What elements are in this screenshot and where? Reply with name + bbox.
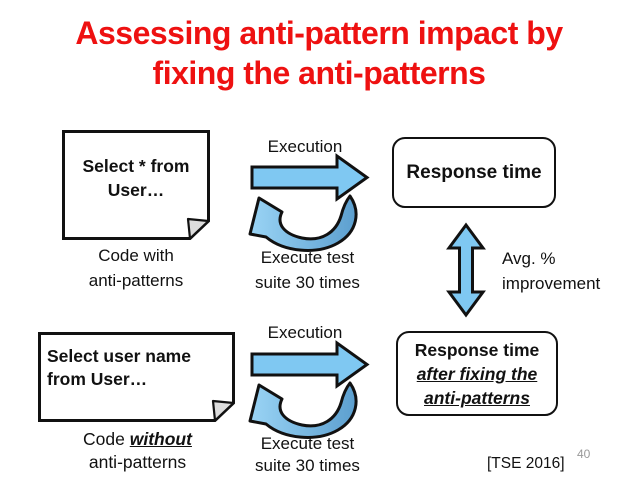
test-loop-arrow-top	[247, 192, 363, 258]
loop-caption-line1: Execute test	[260, 248, 355, 267]
code-with-antipatterns-caption: Code with anti-patterns	[55, 243, 217, 293]
comparison-arrow	[446, 222, 486, 318]
execute-test-caption-bottom: Execute test suite 30 times	[240, 433, 375, 477]
caption-line1: Code without	[30, 428, 245, 451]
code-without-antipatterns-box: Select user name from User…	[38, 332, 235, 422]
response-time-box: Response time	[392, 137, 556, 208]
caption-line2: anti-patterns	[88, 452, 187, 472]
loop-caption-line2: suite 30 times	[255, 273, 360, 292]
loop-arrow-icon	[248, 194, 358, 252]
execution-label-top: Execution	[267, 137, 343, 156]
code-snippet-line1: Select user name	[47, 346, 191, 366]
response-time-after-fixing-box: Response time after fixing the anti-patt…	[396, 331, 558, 416]
result-line1: Response time	[414, 339, 540, 360]
execution-label-bottom: Execution	[267, 323, 343, 342]
caption-line2: anti-patterns	[88, 271, 184, 290]
code-without-antipatterns-caption: Code without anti-patterns	[30, 428, 245, 474]
execution-arrow-top	[250, 153, 370, 202]
loop-caption-line1: Execute test	[260, 434, 355, 453]
slide-title-line1: Assessing anti-pattern impact by	[75, 15, 563, 51]
avg-label-line2: improvement	[502, 274, 601, 293]
response-time-label: Response time	[406, 161, 542, 183]
right-block-arrow-icon	[250, 153, 370, 202]
code-snippet-text: Select * from User…	[62, 130, 210, 240]
page-number: 40	[577, 447, 591, 461]
avg-improvement-label: Avg. % improvement	[502, 246, 600, 296]
right-block-arrow-icon	[250, 340, 370, 389]
folded-note-shape-icon	[62, 130, 210, 240]
caption-line1: Code with	[98, 246, 174, 265]
loop-arrow-icon	[248, 381, 358, 439]
execution-arrow-bottom	[250, 340, 370, 389]
execute-test-caption-top: Execute test suite 30 times	[240, 245, 375, 295]
code-with-antipatterns-box: Select * from User…	[62, 130, 210, 240]
test-loop-arrow-bottom	[247, 379, 363, 445]
caption-pre: Code	[83, 429, 130, 449]
code-snippet-line2: from User…	[47, 369, 148, 389]
code-snippet-line1: Select * from	[82, 156, 190, 176]
folded-note-shape-icon	[38, 332, 235, 422]
loop-caption-line2: suite 30 times	[255, 456, 360, 475]
citation: [TSE 2016]	[487, 455, 565, 472]
caption-without-emphasis: without	[129, 429, 192, 449]
result-line2: after fixing the	[416, 363, 538, 384]
vertical-double-arrow-icon	[446, 222, 486, 318]
result-line3: anti-patterns	[424, 387, 530, 408]
code-snippet-text: Select user name from User…	[38, 332, 235, 422]
avg-label-line1: Avg. %	[502, 249, 556, 268]
slide-title: Assessing anti-pattern impact by fixing …	[0, 13, 638, 93]
slide-title-line2: fixing the anti-patterns	[152, 55, 486, 91]
code-snippet-line2: User…	[107, 180, 165, 200]
